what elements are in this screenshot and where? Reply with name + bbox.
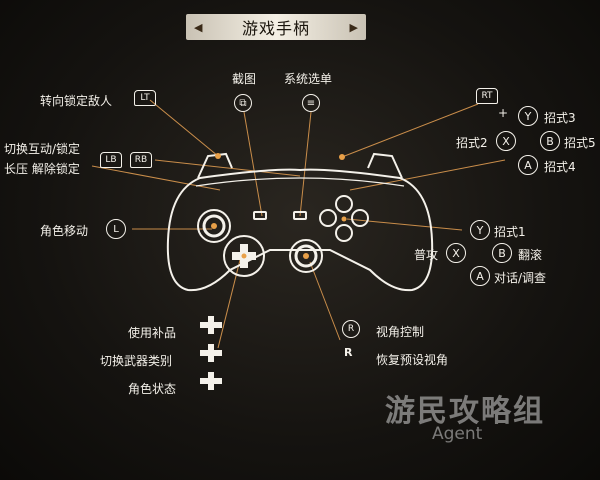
- plus-label: +: [498, 106, 509, 120]
- normal-attack-label: 普攻: [414, 248, 439, 262]
- use-supply-label: 使用补品: [128, 326, 177, 340]
- skill4-label: 招式4: [544, 160, 576, 174]
- left-stick-icon[interactable]: L: [106, 219, 126, 239]
- talk-investigate-label: 对话/调查: [494, 271, 547, 285]
- right-arrow-icon[interactable]: ▶: [349, 20, 358, 34]
- page-title: 游戏手柄: [241, 19, 310, 38]
- hold-unlock-label: 长压 解除锁定: [4, 162, 80, 176]
- x-button-icon[interactable]: X: [496, 131, 516, 151]
- skill2-label: 招式2: [456, 136, 488, 150]
- right-stick-press-icon[interactable]: R: [344, 346, 353, 359]
- watermark-sub: Agent: [432, 424, 483, 444]
- left-arrow-icon[interactable]: ◀: [194, 20, 203, 34]
- rt-button-icon[interactable]: RT: [476, 88, 498, 104]
- skill5-label: 招式5: [564, 136, 596, 150]
- switch-weapon-label: 切换武器类别: [100, 354, 173, 368]
- a-button-icon[interactable]: A: [470, 266, 490, 286]
- reset-view-label: 恢复预设视角: [376, 353, 449, 367]
- system-menu-label: 系统选单: [284, 72, 333, 86]
- switch-interact-label: 切换互动/锁定: [4, 142, 81, 156]
- screenshot-label: 截图: [232, 72, 257, 86]
- controller-body: [166, 168, 434, 292]
- watermark-text: 游民攻略组: [385, 394, 545, 429]
- x-button-icon[interactable]: X: [446, 243, 466, 263]
- dpad-icons: [200, 316, 222, 390]
- rb-button-icon[interactable]: RB: [130, 152, 152, 168]
- b-button-icon[interactable]: B: [540, 131, 560, 151]
- skill3-label: 招式3: [544, 111, 576, 125]
- skill1-label: 招式1: [494, 225, 526, 239]
- roll-label: 翻滚: [518, 248, 543, 262]
- char-status-label: 角色状态: [128, 382, 177, 396]
- y-button-icon[interactable]: Y: [518, 106, 538, 126]
- lock-turn-label: 转向锁定敌人: [40, 94, 113, 108]
- lt-button-icon[interactable]: LT: [134, 90, 156, 106]
- menu-icon[interactable]: ≡: [302, 94, 320, 112]
- b-button-icon[interactable]: B: [492, 243, 512, 263]
- view-control-label: 视角控制: [376, 325, 425, 339]
- right-stick-icon[interactable]: R: [342, 320, 360, 338]
- lb-button-icon[interactable]: LB: [100, 152, 122, 168]
- y-button-icon[interactable]: Y: [470, 220, 490, 240]
- screenshot-icon[interactable]: ⧉: [234, 94, 252, 112]
- title-bar: ◀ 游戏手柄 ▶: [186, 14, 366, 40]
- a-button-icon[interactable]: A: [518, 155, 538, 175]
- char-move-label: 角色移动: [40, 224, 89, 238]
